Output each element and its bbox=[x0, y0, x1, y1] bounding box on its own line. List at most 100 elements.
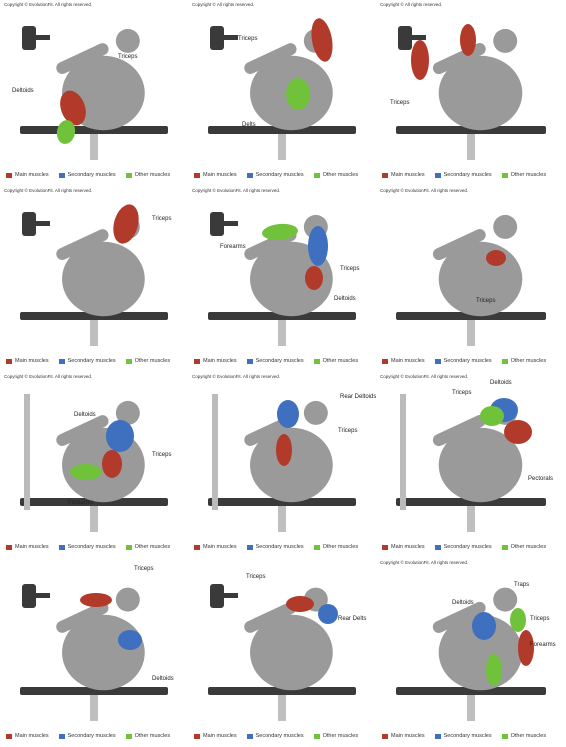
muscle-highlight-main bbox=[504, 420, 532, 444]
legend-label-main: Main muscles bbox=[15, 172, 49, 178]
legend-main: Main muscles bbox=[382, 358, 425, 364]
muscle-highlight-secondary bbox=[472, 612, 496, 640]
legend-label-secondary: Secondary muscles bbox=[67, 733, 116, 739]
legend-label-other: Other muscles bbox=[510, 544, 547, 550]
legend-swatch-secondary bbox=[246, 733, 253, 739]
legend-other: Other muscles bbox=[501, 172, 547, 178]
muscle-callout: Deltoids bbox=[334, 296, 356, 302]
legend-label-secondary: Secondary muscles bbox=[255, 733, 304, 739]
legend-other: Other muscles bbox=[501, 358, 547, 364]
legend-secondary: Secondary muscles bbox=[434, 544, 492, 550]
muscle-highlight-other bbox=[486, 654, 502, 686]
muscle-callout: Triceps bbox=[152, 216, 172, 222]
legend-other: Other muscles bbox=[501, 733, 546, 739]
copyright-notice: Copyright © EvolutionFit. All rights res… bbox=[4, 2, 93, 7]
legend-label-main: Main muscles bbox=[15, 544, 49, 550]
legend-label-other: Other muscles bbox=[322, 733, 359, 739]
legend-swatch-other bbox=[313, 172, 320, 178]
muscle-callout: Forearms bbox=[530, 642, 556, 648]
legend-other: Other muscles bbox=[501, 544, 547, 550]
legend-swatch-main bbox=[6, 733, 12, 739]
legend-swatch-secondary bbox=[58, 358, 65, 364]
muscle-callout: Triceps bbox=[152, 452, 172, 458]
legend-label-other: Other muscles bbox=[322, 544, 359, 550]
legend-label-secondary: Secondary muscles bbox=[255, 358, 304, 364]
legend-swatch-other bbox=[125, 733, 132, 739]
legend-secondary: Secondary muscles bbox=[58, 544, 116, 550]
exercise-illustration bbox=[208, 212, 356, 346]
equipment-dumbbell-bench bbox=[396, 26, 546, 160]
legend-label-main: Main muscles bbox=[203, 358, 237, 364]
legend-secondary: Secondary muscles bbox=[246, 733, 304, 739]
muscle-highlight-main bbox=[411, 40, 429, 80]
legend-label-secondary: Secondary muscles bbox=[443, 358, 492, 364]
muscle-highlight-other bbox=[70, 464, 102, 480]
muscle-callout: Rear Delts bbox=[338, 616, 367, 622]
muscle-highlight-main bbox=[486, 250, 506, 266]
legend-swatch-secondary bbox=[246, 358, 253, 364]
legend-label-secondary: Secondary muscles bbox=[255, 544, 304, 550]
muscle-callout: Rear Deltoids bbox=[340, 394, 376, 400]
exercise-illustration bbox=[208, 18, 356, 160]
legend-label-secondary: Secondary muscles bbox=[443, 172, 492, 178]
legend-label-main: Main muscles bbox=[203, 172, 237, 178]
muscle-legend: Main muscles Secondary muscles Other muscl… bbox=[382, 358, 562, 364]
legend-swatch-secondary bbox=[246, 172, 253, 178]
legend-swatch-secondary bbox=[58, 544, 65, 550]
copyright-notice: Copyright © EvolutionFit. All rights res… bbox=[4, 188, 93, 193]
legend-swatch-secondary bbox=[58, 733, 65, 739]
equipment-floor bbox=[396, 687, 546, 721]
muscle-highlight-main bbox=[518, 630, 534, 666]
exercise-panel: Copyright © EvolutionFit. All rights res… bbox=[188, 372, 376, 558]
equipment-cable bbox=[208, 394, 356, 532]
legend-label-other: Other muscles bbox=[134, 733, 171, 739]
muscle-highlight-main bbox=[102, 450, 122, 478]
muscle-highlight-other bbox=[510, 608, 526, 632]
muscle-callout: Triceps bbox=[476, 298, 496, 304]
muscle-callout: Deltoids bbox=[490, 380, 512, 386]
equipment-dumbbell-seat bbox=[20, 212, 168, 346]
legend-swatch-secondary bbox=[434, 172, 441, 178]
muscle-callout: Deltoids bbox=[12, 88, 34, 94]
muscle-callout: Deltoids bbox=[152, 676, 174, 682]
legend-main: Main muscles bbox=[382, 733, 425, 739]
legend-swatch-main bbox=[6, 544, 12, 550]
legend-other: Other muscles bbox=[313, 172, 359, 178]
legend-secondary: Secondary muscles bbox=[58, 733, 116, 739]
legend-label-other: Other muscles bbox=[134, 358, 171, 364]
legend-other: Other muscles bbox=[125, 358, 171, 364]
legend-swatch-secondary bbox=[434, 544, 441, 550]
legend-label-main: Main muscles bbox=[391, 358, 425, 364]
equipment-dip-station bbox=[396, 394, 546, 532]
athlete-figure bbox=[432, 587, 523, 691]
legend-swatch-main bbox=[382, 358, 388, 364]
legend-swatch-main bbox=[382, 544, 388, 550]
exercise-panel: Copyright © EvolutionFit. All rights res… bbox=[188, 186, 376, 372]
legend-other: Other muscles bbox=[313, 358, 358, 364]
legend-label-other: Other muscles bbox=[510, 172, 547, 178]
legend-swatch-secondary bbox=[434, 358, 441, 364]
legend-main: Main muscles bbox=[6, 544, 49, 550]
copyright-notice: Copyright © EvolutionFit. All rights res… bbox=[380, 188, 469, 193]
legend-swatch-other bbox=[313, 544, 320, 550]
legend-secondary: Secondary muscles bbox=[58, 358, 116, 364]
exercise-illustration bbox=[396, 394, 546, 532]
legend-label-other: Other muscles bbox=[322, 172, 359, 178]
legend-label-main: Main muscles bbox=[391, 733, 425, 739]
copyright-notice: Copyright © EvolutionFit. All rights res… bbox=[192, 188, 281, 193]
legend-swatch-other bbox=[125, 544, 132, 550]
muscle-callout: Pectorals bbox=[528, 476, 554, 482]
legend-other: Other muscles bbox=[125, 733, 171, 739]
copyright-notice: Copyright © All rights reserved. bbox=[192, 2, 255, 7]
muscle-highlight-other bbox=[480, 406, 504, 426]
copyright-notice: Copyright © EvolutionFit. All rights res… bbox=[4, 374, 93, 379]
muscle-highlight-main bbox=[80, 593, 112, 607]
legend-label-other: Other muscles bbox=[510, 358, 547, 364]
legend-label-other: Other muscles bbox=[134, 544, 171, 550]
muscle-highlight-main bbox=[276, 434, 292, 466]
